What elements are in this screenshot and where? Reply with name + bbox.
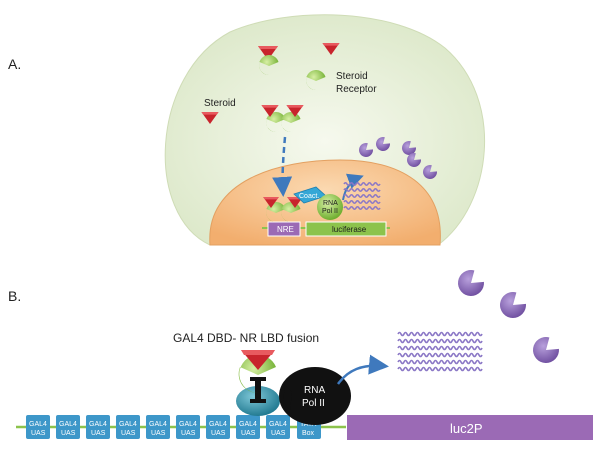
mrna-strand (397, 345, 483, 351)
uas-label-line2: UAS (91, 430, 106, 437)
tata-line1: TATA (300, 421, 317, 428)
luciferase-proteins (458, 270, 560, 363)
mrna-strand (397, 331, 483, 337)
tata-line2: Box (302, 430, 315, 437)
fusion-label: GAL4 DBD- NR LBD fusion (173, 331, 319, 345)
uas-label-line1: GAL4 (59, 421, 77, 428)
luciferase-protein (376, 137, 390, 152)
uas-label-line2: UAS (31, 430, 46, 437)
reporter-label: luc2P (450, 421, 483, 436)
gal4-uas-sites: GAL4UASGAL4UASGAL4UASGAL4UASGAL4UASGAL4U… (26, 415, 290, 439)
hinge-linker (255, 378, 261, 402)
uas-label-line2: UAS (271, 430, 286, 437)
uas-label-line2: UAS (211, 430, 226, 437)
luciferase-protein (533, 337, 560, 363)
luciferase-protein (500, 292, 526, 318)
mrna-strand (397, 359, 483, 365)
uas-label-line2: UAS (181, 430, 196, 437)
mrna-strand (343, 187, 381, 193)
mrna-strand (397, 366, 483, 372)
uas-label-line2: UAS (121, 430, 136, 437)
luciferase-proteins (359, 137, 437, 179)
rna-pol-ii: RNA Pol II (279, 367, 351, 425)
luciferase-gene: luciferase (305, 221, 387, 237)
luciferase-protein (402, 141, 416, 155)
uas-label-line1: GAL4 (209, 421, 227, 428)
uas-label-line1: GAL4 (179, 421, 197, 428)
mrna-strand (343, 193, 381, 199)
mrna-transcript (397, 331, 483, 372)
nre-label: NRE (277, 225, 294, 234)
rnapol-b-line2: Pol II (302, 398, 325, 409)
uas-label-line1: GAL4 (29, 421, 47, 428)
steroid-label: Steroid (204, 98, 236, 109)
nre-box: NRE (267, 221, 301, 237)
mrna-strand (343, 205, 381, 211)
luciferase-label: luciferase (332, 225, 367, 234)
rnapol-a-line2: Pol II (322, 208, 338, 215)
mrna-strand (343, 181, 381, 187)
uas-label-line1: GAL4 (269, 421, 287, 428)
uas-label-line1: GAL4 (119, 421, 137, 428)
translocation-arrow (272, 136, 293, 197)
luciferase-protein (407, 153, 421, 167)
uas-label-line1: GAL4 (89, 421, 107, 428)
mrna-strand (397, 338, 483, 344)
uas-label-line2: UAS (151, 430, 166, 437)
rnapol-b-line1: RNA (304, 385, 325, 396)
transcription-arrow (336, 354, 389, 385)
rnapol-a-line1: RNA (323, 200, 338, 207)
luc2p-gene: luc2P (347, 415, 593, 440)
uas-label-line1: GAL4 (149, 421, 167, 428)
luciferase-protein (359, 143, 373, 157)
nr-lbd (238, 355, 276, 394)
receptor-label-line1: Steroid (336, 71, 368, 82)
panel-b-label: B. (8, 288, 21, 304)
uas-label-line2: UAS (241, 430, 256, 437)
rna-pol-ii: RNA Pol II (317, 194, 343, 220)
coact-label: Coact. (299, 193, 319, 200)
uas-label-line1: GAL4 (239, 421, 257, 428)
mrna-transcript (343, 181, 381, 211)
receptor-label-line2: Receptor (336, 84, 377, 95)
luciferase-protein (458, 270, 484, 296)
gal4-fusion-protein (236, 350, 280, 416)
uas-label-line2: UAS (61, 430, 76, 437)
mrna-strand (397, 352, 483, 358)
panel-a-label: A. (8, 56, 21, 72)
mrna-strand (343, 199, 381, 205)
luciferase-protein (423, 165, 437, 179)
